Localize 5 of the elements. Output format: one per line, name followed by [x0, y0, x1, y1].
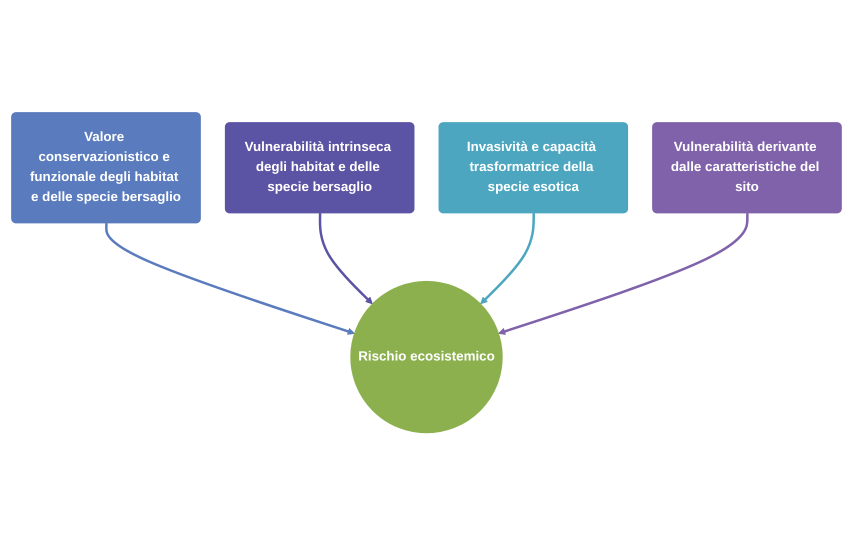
- node-circle: Rischio ecosistemico: [350, 281, 503, 434]
- arrow: [318, 213, 373, 304]
- arrow: [498, 213, 749, 336]
- arrow: [105, 223, 355, 336]
- arrow: [480, 213, 535, 304]
